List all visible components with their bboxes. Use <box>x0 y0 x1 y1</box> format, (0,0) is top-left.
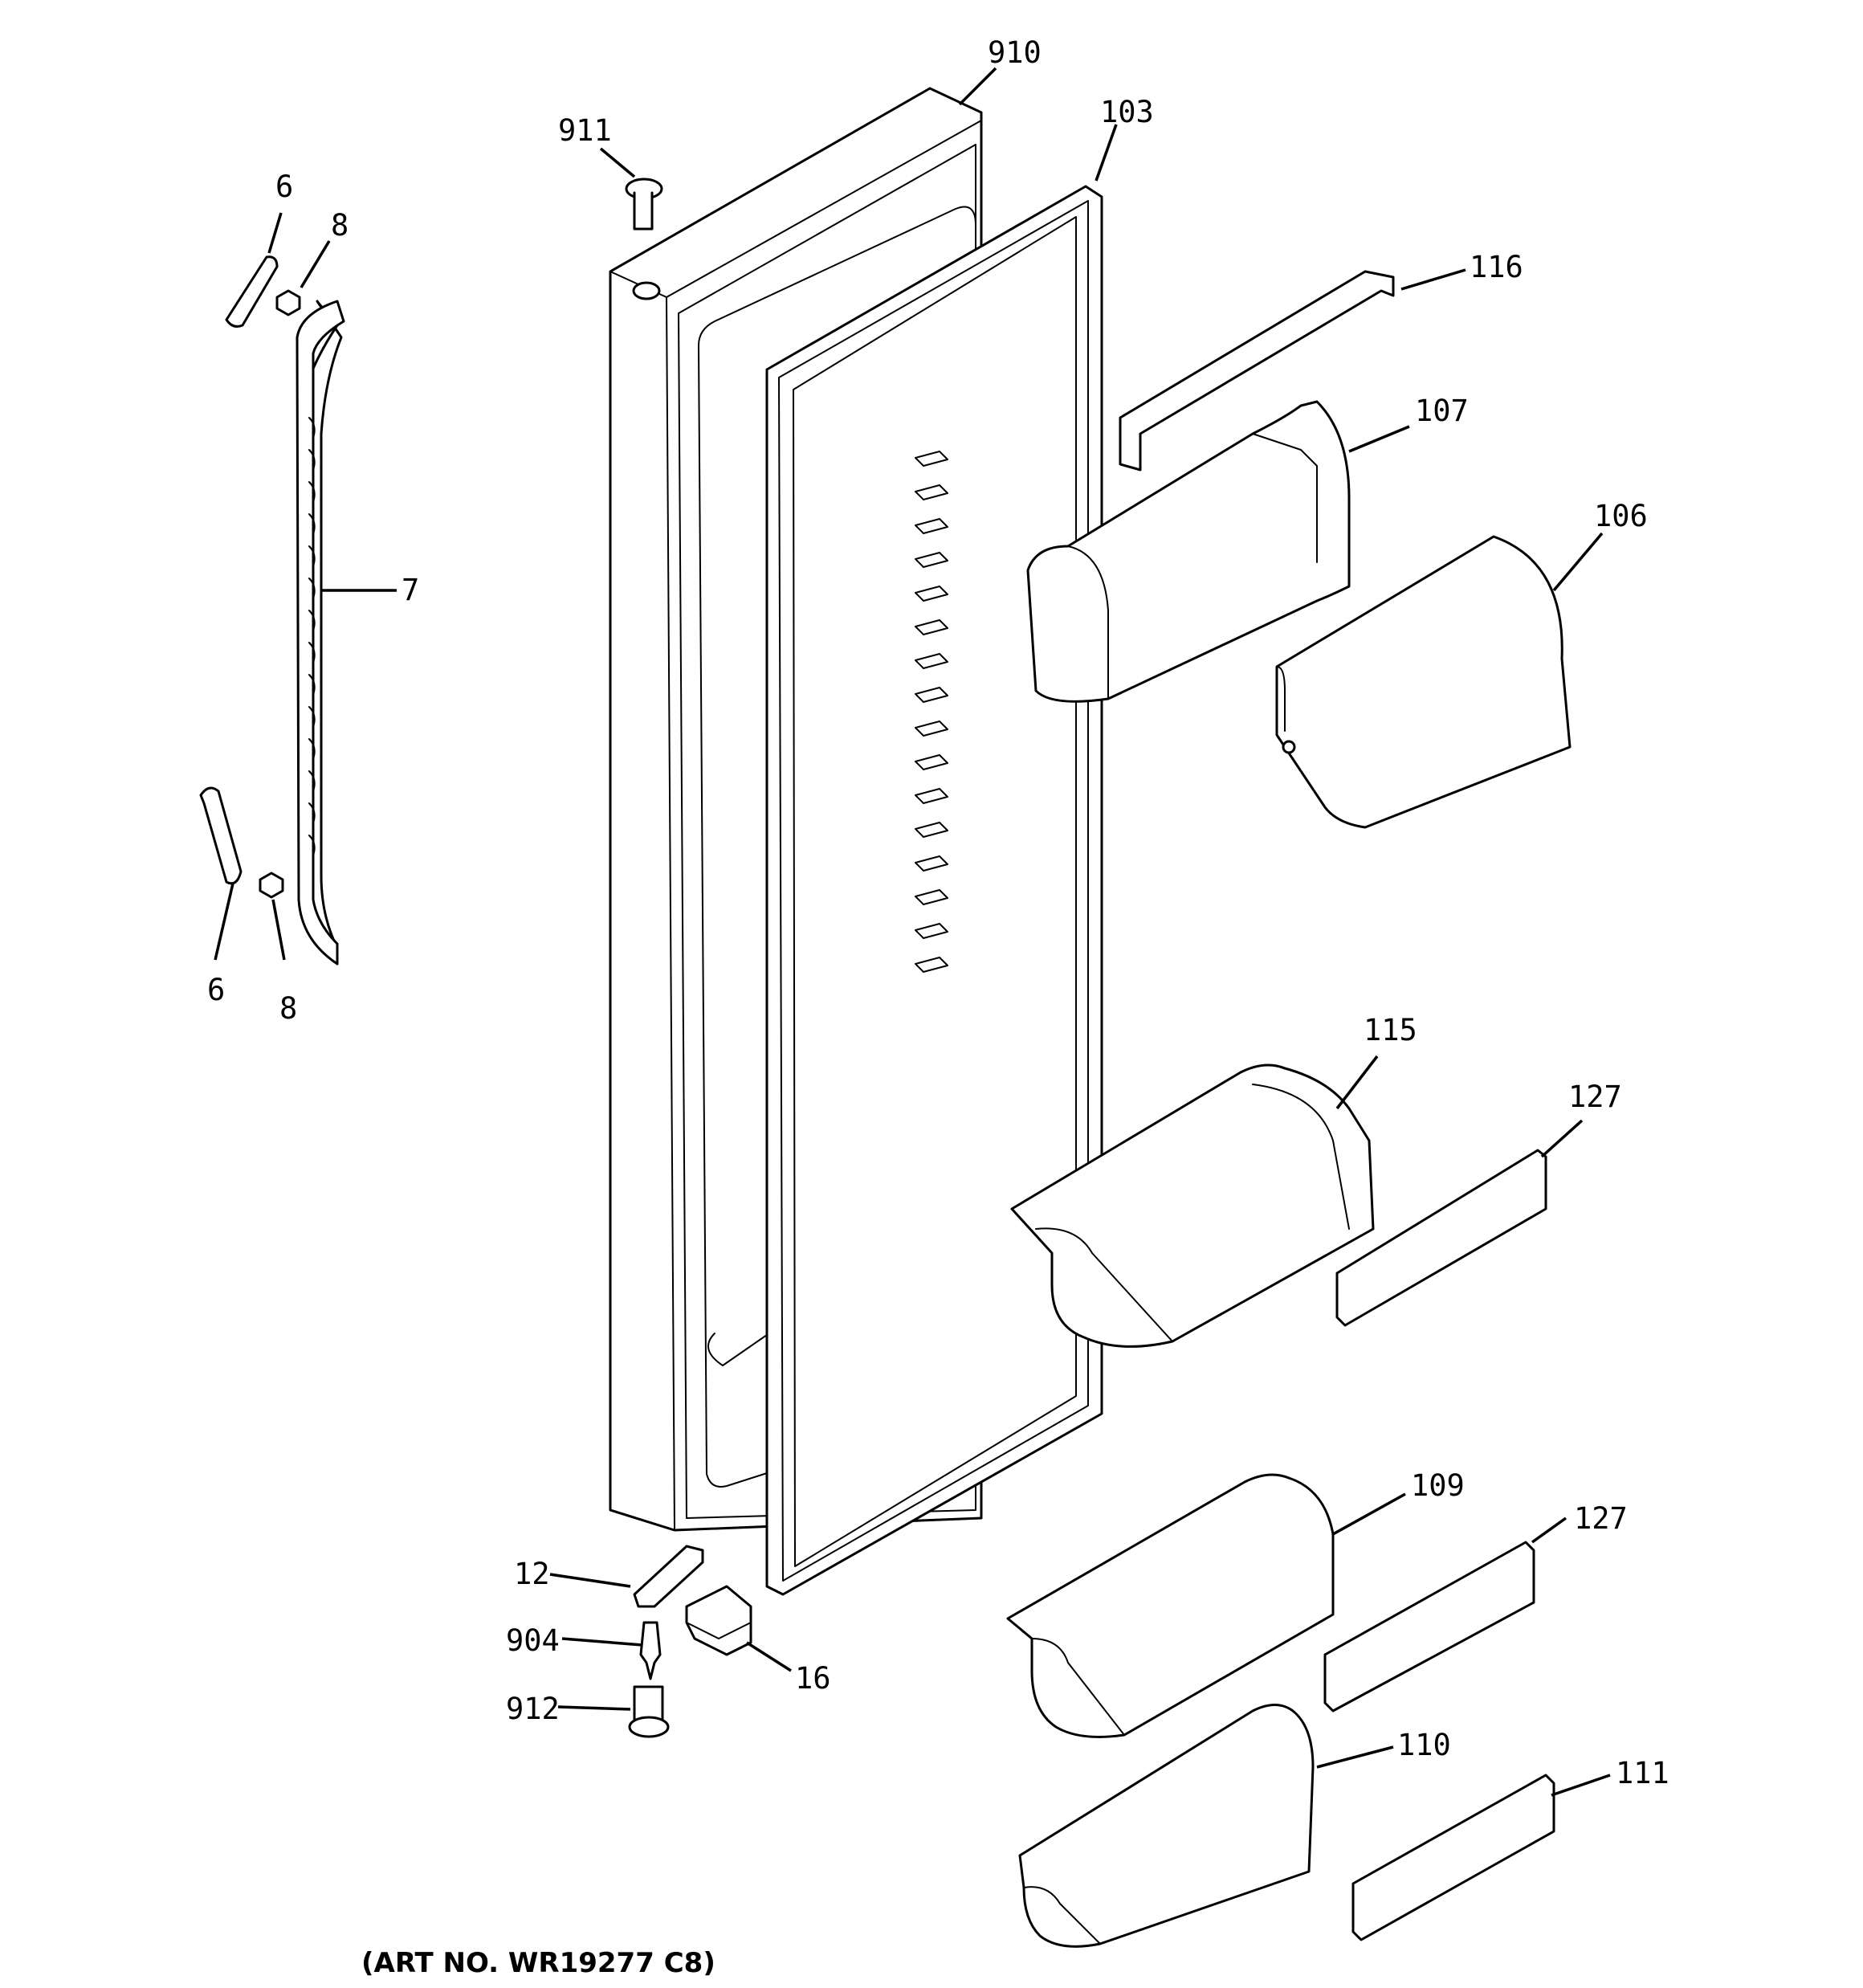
bin-rail <box>1119 270 1395 471</box>
bottom-hinge-plug-912 <box>628 1685 670 1738</box>
handle-end-cap-top <box>225 255 279 328</box>
door-bin-lower <box>1006 1473 1335 1738</box>
callout-6-bottom: 6 <box>207 973 225 1007</box>
leader-lines <box>214 67 1611 1797</box>
callout-127-lower: 127 <box>1574 1501 1628 1536</box>
bin-front-111 <box>1351 1774 1555 1941</box>
bin-cover-clear <box>1275 535 1572 829</box>
shelf-support-tabs <box>915 451 948 973</box>
callout-116: 116 <box>1470 250 1523 284</box>
callout-106: 106 <box>1594 499 1648 533</box>
bin-front-127-upper <box>1335 1149 1547 1327</box>
callout-107: 107 <box>1415 394 1469 428</box>
bin-front-127-lower <box>1323 1541 1535 1712</box>
callout-labels: 910 911 103 6 8 116 107 106 7 6 8 115 12… <box>207 35 1669 1790</box>
callout-103: 103 <box>1100 95 1154 129</box>
callout-6-top: 6 <box>275 169 293 204</box>
handle-nut-bottom <box>259 872 284 899</box>
callout-12: 12 <box>514 1557 550 1591</box>
callout-912: 912 <box>506 1692 560 1726</box>
callout-110: 110 <box>1397 1728 1451 1762</box>
door-bin-middle <box>1010 1063 1375 1348</box>
door-handle <box>296 300 345 965</box>
callout-904: 904 <box>506 1623 560 1658</box>
callout-111: 111 <box>1616 1756 1669 1790</box>
handle-nut-top <box>275 289 301 316</box>
screw-904 <box>639 1621 662 1680</box>
handle-end-cap-bottom <box>199 786 243 885</box>
door-bin-bottom <box>1018 1704 1315 1948</box>
callout-7: 7 <box>402 573 419 607</box>
art-number: (ART NO. WR19277 C8) <box>361 1947 715 1979</box>
callout-910: 910 <box>988 35 1042 70</box>
callout-115: 115 <box>1364 1013 1417 1047</box>
hinge-bracket-16 <box>685 1585 752 1656</box>
hinge-bracket-12 <box>633 1545 704 1608</box>
top-hinge-plug <box>625 178 663 231</box>
door-gasket <box>765 185 1103 1596</box>
callout-8-top: 8 <box>331 208 349 243</box>
callout-109: 109 <box>1411 1468 1465 1503</box>
callout-911: 911 <box>558 113 612 148</box>
door-bin-top <box>1026 400 1351 703</box>
callout-8-bottom: 8 <box>279 991 297 1026</box>
callout-16: 16 <box>795 1661 831 1696</box>
callout-127-upper: 127 <box>1568 1080 1622 1114</box>
